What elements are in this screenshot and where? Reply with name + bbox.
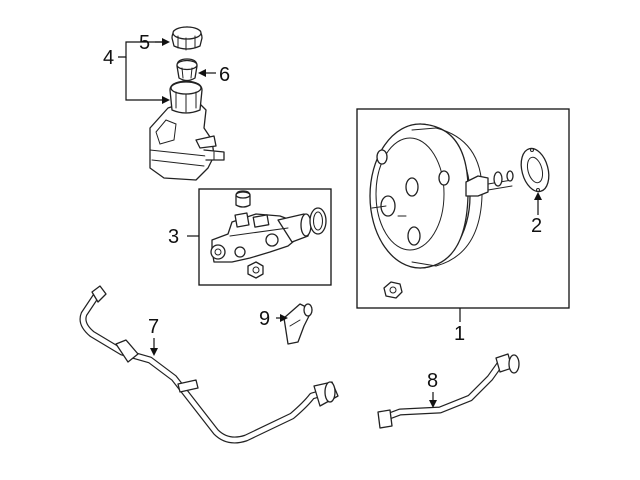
callout-4: 4 xyxy=(103,47,114,69)
master-cylinder-nut xyxy=(247,261,264,279)
brake-booster-frame xyxy=(356,108,570,309)
reservoir-grommet xyxy=(235,190,251,208)
reservoir-strainer xyxy=(176,58,198,82)
booster-gasket xyxy=(520,147,550,193)
booster-hose xyxy=(377,353,520,429)
reservoir-cap xyxy=(171,26,203,51)
callout-8: 8 xyxy=(427,370,438,392)
arrowheads xyxy=(150,38,542,408)
master-cylinder-frame xyxy=(198,188,332,286)
callout-9: 9 xyxy=(259,308,270,330)
vacuum-hose xyxy=(79,285,339,444)
callout-3: 3 xyxy=(168,226,179,248)
booster-nut xyxy=(383,281,403,299)
brake-booster xyxy=(369,123,514,269)
master-cylinder-seal xyxy=(309,207,327,235)
callout-7: 7 xyxy=(148,316,159,338)
vacuum-sensor xyxy=(283,303,313,345)
callout-2: 2 xyxy=(531,215,542,237)
callout-6: 6 xyxy=(219,64,230,86)
master-cylinder xyxy=(210,212,312,263)
brake-fluid-reservoir xyxy=(149,80,225,181)
callout-5: 5 xyxy=(139,32,150,54)
callout-1: 1 xyxy=(454,323,465,345)
